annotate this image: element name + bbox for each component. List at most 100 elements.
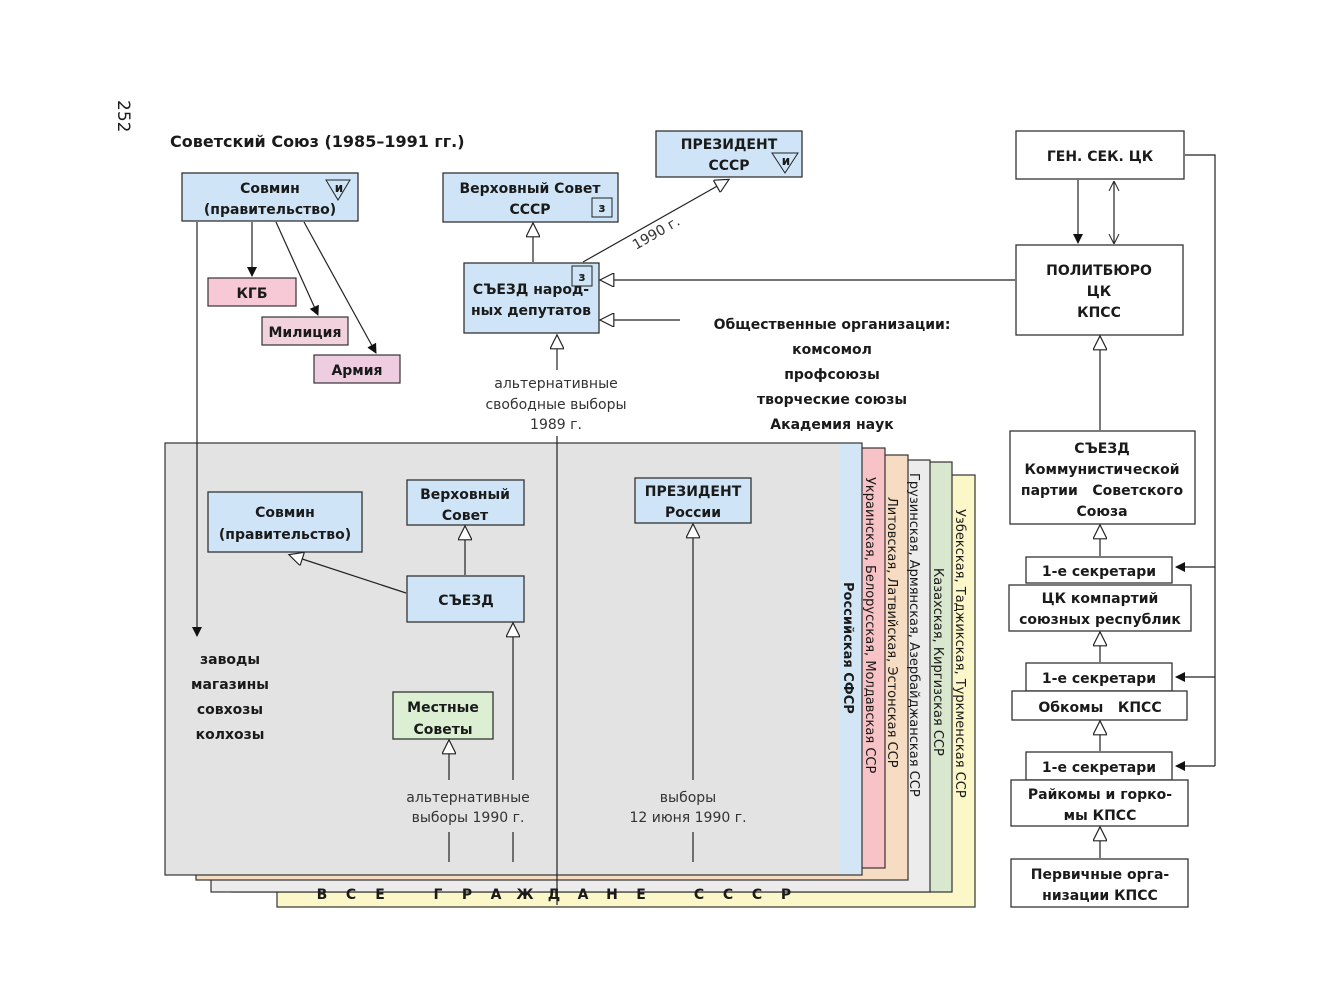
alt-elections-1990-line1: альтернативные bbox=[406, 790, 530, 806]
union-sovmin-box[interactable]: Совмин (правительство) и bbox=[181, 172, 359, 222]
citizens-letter: Г bbox=[434, 887, 443, 903]
public-org-academy: Академия наук bbox=[770, 417, 894, 433]
elections-1989-line3: 1989 г. bbox=[530, 417, 582, 433]
rsfsr-congress-label: СЪЕЗД bbox=[438, 593, 493, 609]
arrow-sovmin-militia bbox=[275, 221, 319, 316]
gensec-control-line bbox=[1185, 154, 1216, 766]
citizens-letter: Д bbox=[548, 887, 560, 903]
layer-label-caucasus: Грузинская, Армянская, Азербайджанская С… bbox=[906, 473, 921, 797]
politburo-line2: ЦК bbox=[1087, 284, 1112, 300]
union-president-mark: и bbox=[782, 154, 790, 168]
citizens-letter: Н bbox=[606, 887, 618, 903]
arrow-rsfsr-congress-sovmin bbox=[290, 555, 407, 594]
union-president-line1: ПРЕЗИДЕНТ bbox=[681, 137, 778, 153]
union-congress-line1: СЪЕЗД народ- bbox=[473, 282, 589, 298]
diagram-title: Советский Союз (1985–1991 гг.) bbox=[170, 132, 465, 151]
public-org-creative-unions: творческие союзы bbox=[757, 392, 907, 408]
elections-1989-line1: альтернативные bbox=[494, 376, 618, 392]
oblast-secretaries-box[interactable]: 1-е секретари bbox=[1025, 662, 1173, 692]
local-soviets-line2: Советы bbox=[413, 722, 472, 738]
party-congress-line4: Союза bbox=[1076, 504, 1127, 520]
pres-elections-1990-line2: 12 июня 1990 г. bbox=[629, 810, 746, 826]
primary-orgs-line1: Первичные орга- bbox=[1031, 867, 1170, 883]
union-congress-mark: з bbox=[579, 270, 586, 284]
pres-elections-1990-line1: выборы bbox=[660, 790, 716, 806]
executive-mark-icon bbox=[325, 179, 351, 201]
citizens-letter: С bbox=[346, 887, 356, 903]
executive-mark-icon bbox=[771, 152, 799, 174]
union-supreme-soviet-line2: СССР bbox=[509, 202, 550, 218]
obkom-box[interactable]: Обкомы КПСС bbox=[1011, 690, 1188, 721]
local-soviets-box[interactable]: Местные Советы bbox=[392, 691, 494, 740]
republic-secretaries-label: 1-е секретари bbox=[1042, 564, 1156, 580]
union-sovmin-line1: Совмин bbox=[240, 181, 300, 197]
rsfsr-sovmin-box[interactable]: Совмин (правительство) bbox=[207, 491, 363, 553]
citizens-letter: Е bbox=[375, 887, 385, 903]
arrow-congress-president bbox=[582, 180, 728, 263]
raikom-line1: Райкомы и горко- bbox=[1028, 787, 1172, 803]
economy-list: заводы магазины совхозы колхозы bbox=[191, 652, 269, 743]
raikom-line2: мы КПСС bbox=[1064, 808, 1137, 824]
union-supreme-soviet-box[interactable]: Верховный Совет СССР з bbox=[442, 172, 619, 223]
layer-label-ukraine: Украинская, Белорусская, Молдавская ССР bbox=[862, 477, 877, 773]
politburo-box[interactable]: ПОЛИТБЮРО ЦК КПСС bbox=[1015, 244, 1184, 336]
primary-orgs-box[interactable]: Первичные орга- низации КПСС bbox=[1010, 858, 1189, 908]
rsfsr-president-line2: России bbox=[665, 505, 721, 521]
union-congress-line2: ных депутатов bbox=[471, 303, 591, 319]
republic-cc-line1: ЦК компартий bbox=[1042, 591, 1159, 607]
militia-box[interactable]: Милиция bbox=[261, 316, 349, 346]
economy-item: колхозы bbox=[196, 727, 265, 743]
obkom-label: Обкомы КПСС bbox=[1038, 700, 1161, 716]
legislative-mark-icon bbox=[571, 265, 593, 287]
raion-secretaries-box[interactable]: 1-е секретари bbox=[1025, 751, 1173, 781]
army-label: Армия bbox=[331, 363, 382, 379]
oblast-secretaries-label: 1-е секретари bbox=[1042, 671, 1156, 687]
citizens-letter: Р bbox=[462, 887, 472, 903]
militia-label: Милиция bbox=[269, 325, 342, 341]
alt-elections-1990-line2: выборы 1990 г. bbox=[412, 810, 525, 826]
union-congress-box[interactable]: СЪЕЗД народ- ных депутатов з bbox=[463, 262, 600, 334]
politburo-line1: ПОЛИТБЮРО bbox=[1046, 263, 1152, 279]
politburo-line3: КПСС bbox=[1077, 305, 1121, 321]
union-sovmin-mark: и bbox=[335, 181, 343, 195]
citizens-letter: А bbox=[578, 887, 589, 903]
army-box[interactable]: Армия bbox=[313, 354, 401, 384]
rsfsr-president-box[interactable]: ПРЕЗИДЕНТ России bbox=[634, 477, 752, 524]
republic-cc-box[interactable]: ЦК компартий союзных республик bbox=[1008, 584, 1192, 632]
union-sovmin-line2: (правительство) bbox=[204, 202, 336, 218]
layer-label-rsfsr: Российская СФСР bbox=[840, 582, 855, 714]
citizens-letter: С bbox=[752, 887, 762, 903]
rsfsr-congress-box[interactable]: СЪЕЗД bbox=[406, 575, 525, 623]
layer-label-central-asia: Узбекская, Таджикская, Туркменская ССР bbox=[952, 509, 967, 798]
union-president-box[interactable]: ПРЕЗИДЕНТ СССР и bbox=[655, 130, 803, 178]
citizens-letter: В bbox=[317, 887, 328, 903]
citizens-letter: С bbox=[694, 887, 704, 903]
layer-label-baltic: Литовская, Латвийская, Эстонская ССР bbox=[884, 497, 899, 768]
economy-item: магазины bbox=[191, 677, 269, 693]
citizens-letter: А bbox=[491, 887, 502, 903]
citizens-letter: С bbox=[723, 887, 733, 903]
arrow-sovmin-army bbox=[303, 221, 377, 354]
union-supreme-soviet-line1: Верховный Совет bbox=[459, 181, 601, 197]
citizens-letter: Ж bbox=[516, 887, 533, 903]
citizens-letter: Р bbox=[781, 887, 791, 903]
party-congress-box[interactable]: СЪЕЗД Коммунистической партии Советского… bbox=[1009, 430, 1196, 525]
rsfsr-president-line1: ПРЕЗИДЕНТ bbox=[645, 484, 742, 500]
union-supreme-soviet-mark: з bbox=[599, 201, 606, 215]
republic-secretaries-box[interactable]: 1-е секретари bbox=[1025, 556, 1173, 584]
raikom-box[interactable]: Райкомы и горко- мы КПСС bbox=[1010, 779, 1189, 827]
party-congress-line3: партии Советского bbox=[1021, 483, 1184, 499]
kgb-box[interactable]: КГБ bbox=[207, 277, 297, 307]
page-number: 252 bbox=[113, 100, 133, 132]
party-congress-line1: СЪЕЗД bbox=[1074, 441, 1129, 457]
public-orgs-title: Общественные организации: bbox=[714, 317, 951, 333]
local-soviets-line1: Местные bbox=[407, 700, 479, 716]
gensec-label: ГЕН. СЕК. ЦК bbox=[1047, 149, 1154, 165]
citizens-letter: Е bbox=[636, 887, 646, 903]
rsfsr-supreme-soviet-line1: Верховный bbox=[420, 487, 510, 503]
rsfsr-supreme-soviet-box[interactable]: Верховный Совет bbox=[406, 479, 525, 526]
party-congress-line2: Коммунистической bbox=[1024, 462, 1179, 478]
rsfsr-label-strip bbox=[840, 444, 861, 874]
gensec-box[interactable]: ГЕН. СЕК. ЦК bbox=[1015, 130, 1185, 180]
public-organizations: Общественные организации: комсомол профс… bbox=[714, 317, 951, 433]
